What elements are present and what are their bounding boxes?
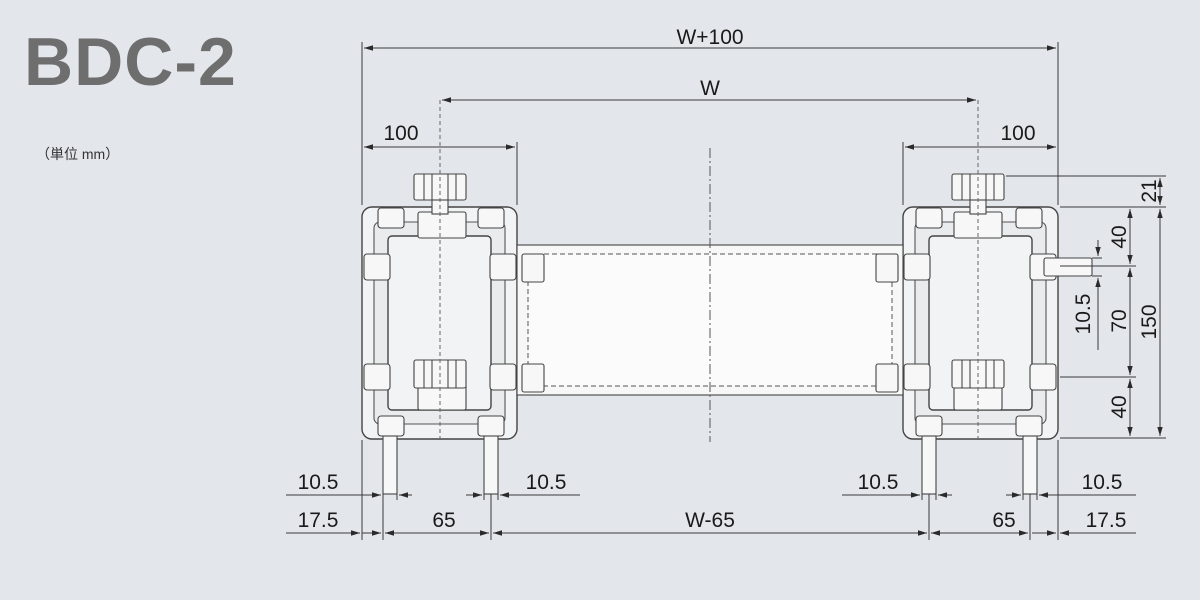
dim-bottom-slot-left-inner: 10.5 (466, 471, 580, 498)
dim-bottom-slot-right-inner: 10.5 (842, 471, 952, 498)
dim-lower-pitch: 40 (1108, 379, 1133, 436)
dim-slot-width-label: 10.5 (1072, 294, 1095, 335)
right-side-bolt (1043, 257, 1093, 277)
dim-middle-pitch-label: 70 (1108, 309, 1131, 332)
dim-total-height: 150 (1138, 209, 1163, 436)
dim-lower-pitch-label: 40 (1108, 395, 1131, 418)
page-title: BDC-2 (24, 24, 237, 100)
dim-bottom-slot-left-outer-label: 10.5 (298, 471, 339, 494)
dim-upper-pitch-label: 40 (1108, 225, 1131, 248)
left-legs (382, 435, 499, 495)
dim-slot-width: 10.5 (1072, 240, 1101, 350)
dim-bottom-center-pitch-label: W-65 (685, 509, 735, 532)
dim-inner-width-label: W (700, 77, 720, 100)
dim-top-offset: 21 (1138, 178, 1163, 205)
dim-bottom-slot-right-inner-label: 10.5 (858, 471, 899, 494)
dim-bottom-right-edge-label: 17.5 (1086, 509, 1127, 532)
dim-inner-width: W (442, 77, 976, 103)
dim-bottom-left-edge: 17.5 (286, 509, 381, 536)
right-legs (921, 435, 1038, 495)
dim-bottom-slot-right-outer-label: 10.5 (1082, 471, 1123, 494)
dim-left-frame: 100 (364, 122, 518, 205)
dim-right-frame: 100 (902, 122, 1056, 205)
dim-bottom-right-pitch-label: 65 (992, 509, 1015, 532)
left-frame-profile (361, 206, 518, 440)
dim-middle-pitch: 70 (1108, 268, 1133, 375)
dim-bottom-right-pitch: 65 (931, 509, 1028, 536)
dim-overall-width-label: W+100 (676, 26, 743, 49)
dim-total-height-label: 150 (1138, 304, 1161, 339)
dim-bottom-center-pitch: W-65 (493, 509, 927, 536)
dim-right-frame-label: 100 (1000, 122, 1035, 145)
dim-upper-pitch: 40 (1108, 209, 1133, 264)
dim-bottom-left-edge-label: 17.5 (298, 509, 339, 532)
unit-note: （単位 mm） (36, 146, 120, 162)
dim-bottom-slot-left-outer: 10.5 (286, 471, 412, 498)
dim-left-frame-label: 100 (383, 122, 418, 145)
dim-bottom-slot-left-inner-label: 10.5 (526, 471, 567, 494)
dim-top-offset-label: 21 (1138, 179, 1161, 202)
dim-overall-width: W+100 (361, 26, 1059, 205)
right-frame-profile (902, 206, 1059, 440)
right-extension-lines (1006, 175, 1166, 439)
dim-bottom-left-pitch-label: 65 (432, 509, 455, 532)
dim-bottom-left-pitch: 65 (385, 509, 489, 536)
dim-bottom-right-edge: 17.5 (1032, 509, 1136, 536)
bottom-extension-lines (361, 440, 1059, 540)
dim-bottom-slot-right-outer: 10.5 (1006, 471, 1136, 498)
